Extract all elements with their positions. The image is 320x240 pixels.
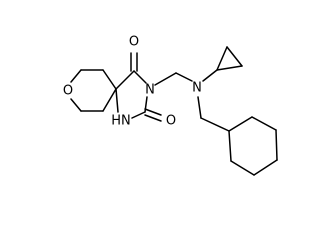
bond-layer (70, 46, 278, 176)
bond (131, 111, 146, 119)
bond (144, 114, 162, 122)
ring-oxygen-label: O (63, 84, 73, 99)
bond (202, 69, 218, 82)
amine-nitrogen-label: N (192, 81, 202, 96)
bond (70, 98, 82, 112)
bond (228, 116, 253, 132)
bond (216, 65, 243, 71)
bond (133, 70, 147, 84)
bond (115, 70, 135, 90)
bond (154, 72, 177, 86)
nh-nitrogen-label: HN (111, 114, 131, 129)
molecule-diagram: O O O N N HN (63, 35, 278, 176)
bond (200, 117, 230, 132)
bond (144, 108, 162, 116)
bond (115, 88, 119, 113)
bond (197, 96, 202, 119)
bond (228, 130, 232, 162)
bond (216, 46, 228, 71)
bond (253, 159, 278, 176)
atom-label-layer: O O O N N HN (63, 35, 202, 129)
carbonyl-oxygen-right-label: O (166, 114, 176, 129)
bond (102, 69, 117, 90)
bond (230, 160, 255, 176)
bond (226, 46, 243, 67)
imide-nitrogen-label: N (145, 83, 155, 98)
bond (275, 129, 278, 161)
bond (70, 69, 82, 83)
bond (251, 116, 277, 131)
carbonyl-oxygen-top-label: O (129, 35, 139, 50)
structure-canvas: O O O N N HN (63, 35, 278, 176)
bond (102, 88, 117, 112)
bond (175, 72, 193, 82)
